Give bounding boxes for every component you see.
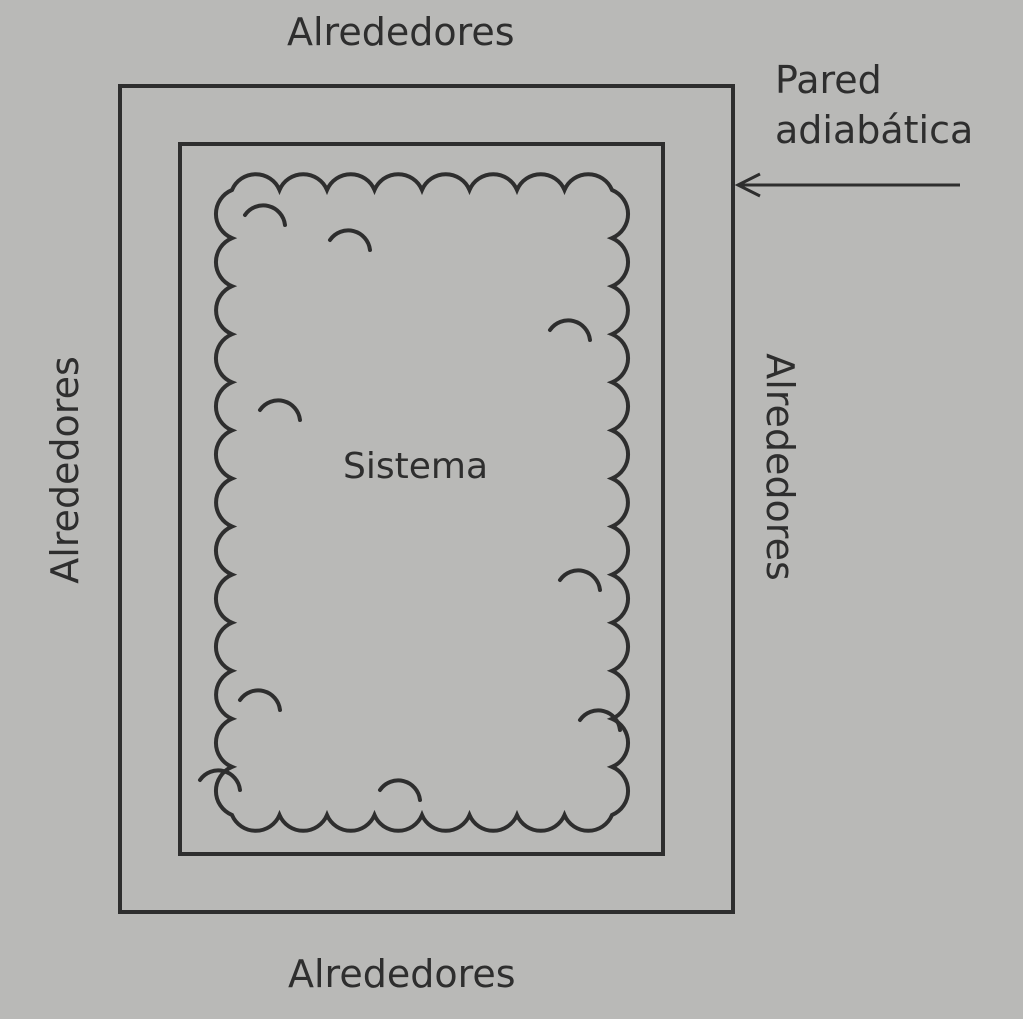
surroundings-label-top: Alrededores [287, 10, 515, 54]
surroundings-label-bottom: Alrededores [288, 952, 516, 996]
adiabatic-wall-label-line1: Pared [775, 58, 882, 102]
cloud-curl [243, 203, 287, 227]
surroundings-label-left: Alrededores [43, 356, 87, 584]
cloud-curl [558, 568, 602, 592]
cloud-curl [258, 398, 302, 422]
system-cloud-boundary [198, 172, 630, 833]
arrow-icon [734, 172, 960, 198]
cloud-curl [328, 228, 372, 252]
cloud-curl [378, 778, 422, 802]
cloud-curl [238, 688, 282, 712]
surroundings-label-right: Alrededores [758, 353, 802, 581]
cloud-curl [548, 318, 592, 342]
outer-wall [118, 84, 735, 914]
adiabatic-wall-label: Pared adiabática [775, 55, 973, 155]
cloud-curl [198, 768, 242, 792]
cloud-curl [578, 708, 622, 732]
adiabatic-wall-label-line2: adiabática [775, 108, 974, 152]
system-label: Sistema [343, 446, 489, 487]
cloud-outline [214, 172, 630, 833]
inner-wall [178, 142, 665, 856]
